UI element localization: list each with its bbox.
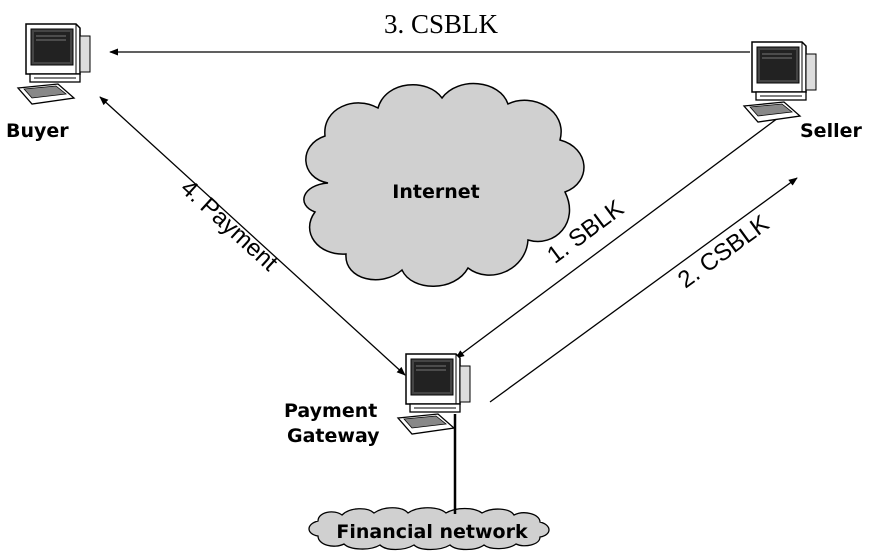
financial-network-label: Financial network bbox=[336, 521, 528, 543]
edge-2-arrow bbox=[489, 177, 798, 403]
financial-network-cloud-icon bbox=[308, 507, 550, 551]
buyer-computer-icon bbox=[17, 23, 91, 105]
edge-2-label: 2. CSBLK bbox=[673, 210, 774, 294]
gateway-label-line1: Payment bbox=[284, 400, 377, 422]
edge-4-label: 4. Payment bbox=[175, 175, 283, 277]
edge-3-label: 3. CSBLK bbox=[384, 9, 499, 39]
edge-4-arrow bbox=[99, 96, 406, 376]
seller-computer-icon bbox=[743, 41, 817, 123]
gateway-computer-icon bbox=[397, 353, 471, 435]
gateway-label-line2: Gateway bbox=[287, 425, 380, 447]
buyer-label: Buyer bbox=[6, 120, 69, 142]
edge-1-arrow bbox=[455, 117, 779, 359]
seller-label: Seller bbox=[800, 120, 862, 142]
internet-label: Internet bbox=[392, 181, 479, 203]
